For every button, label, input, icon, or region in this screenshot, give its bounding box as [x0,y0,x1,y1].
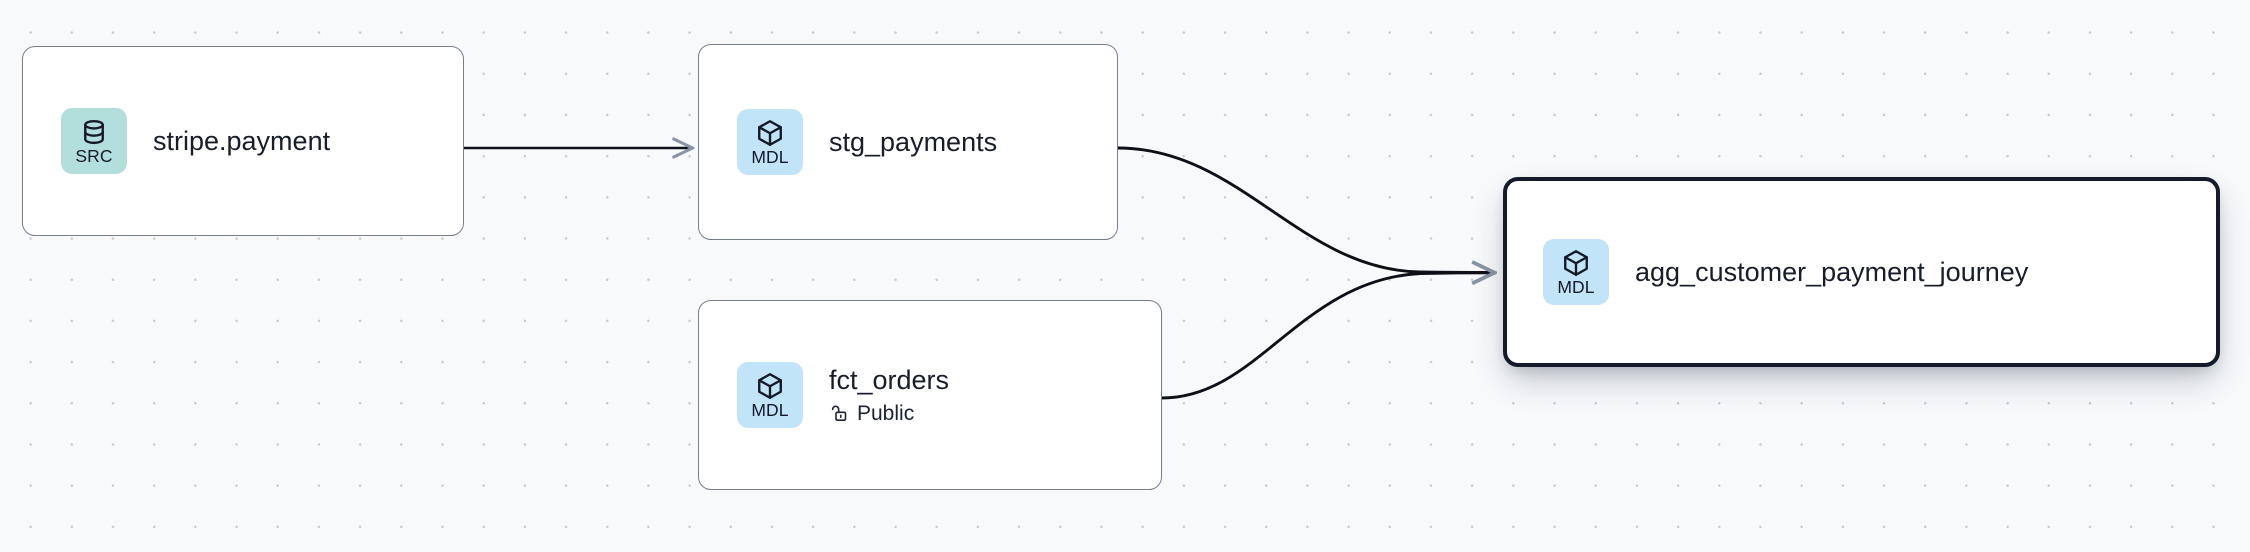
node-title: fct_orders [829,365,950,396]
cube-icon [755,371,785,401]
node-title: stg_payments [829,126,998,157]
node-type-badge-src: SRC [61,108,127,174]
node-text-block: agg_customer_payment_journey [1635,257,2028,287]
node-type-label: SRC [75,145,113,166]
cube-icon [1561,248,1591,278]
node-visibility: Public [829,402,949,425]
node-type-label: MDL [751,399,789,420]
node-type-label: MDL [751,146,789,167]
node-type-label: MDL [1557,276,1595,297]
node-text-block: stripe.payment [153,126,330,156]
database-icon [79,117,109,147]
node-agg-customer-payment-journey[interactable]: MDL agg_customer_payment_journey [1503,177,2220,367]
node-stg-payments[interactable]: MDL stg_payments [698,44,1118,240]
node-type-badge-mdl: MDL [1543,239,1609,305]
node-text-block: stg_payments [829,127,997,157]
edge-stg-to-agg [1117,146,1494,273]
cube-icon [755,118,785,148]
node-stripe-payment[interactable]: SRC stripe.payment [22,46,464,236]
node-type-badge-mdl: MDL [737,362,803,428]
node-visibility-label: Public [857,401,915,425]
node-title: agg_customer_payment_journey [1635,256,2029,287]
unlock-icon [829,403,849,423]
node-title: stripe.payment [153,125,331,156]
node-type-badge-mdl: MDL [737,109,803,175]
node-text-block: fct_orders Public [829,365,949,424]
node-fct-orders[interactable]: MDL fct_orders Public [698,300,1162,490]
edge-fct-to-agg [1161,273,1494,400]
